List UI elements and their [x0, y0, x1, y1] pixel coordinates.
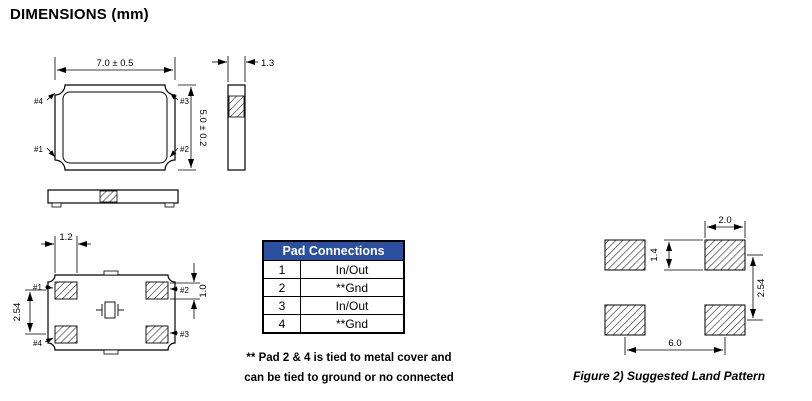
pad-number: 2: [262, 278, 301, 297]
land-pad-width-label: 2.0: [718, 215, 731, 226]
pad-number: 1: [262, 260, 301, 279]
land-pad-width-dimension: [704, 221, 746, 238]
table-row: 4 **Gnd: [262, 314, 405, 334]
side-view-thickness-label: 1.3: [261, 58, 274, 69]
land-pad-top-right: [704, 239, 746, 271]
pad-connection: In/Out: [300, 296, 405, 315]
table-row: 2 **Gnd: [262, 278, 405, 297]
top-view-pad2-label: #2: [180, 145, 189, 154]
profile-foot-right: [164, 202, 175, 208]
bottom-view-pad-width-dimension: [41, 236, 91, 273]
top-view-pad3-label: #3: [180, 97, 189, 106]
table-row: 3 In/Out: [262, 296, 405, 315]
crystal-symbol: [96, 301, 124, 319]
top-view-pad1-label: #1: [34, 145, 43, 154]
top-view: 7.0 ± 0.5 5.0 ± 0.2 #4 #3 #1 #2: [34, 57, 208, 171]
pad-connections-table: Pad Connections 1 In/Out 2 **Gnd 3 In/Ou…: [262, 240, 405, 334]
figure-caption: Figure 2) Suggested Land Pattern: [573, 369, 766, 383]
bottom-pad-2: [145, 281, 169, 300]
land-pad-height-label: 1.4: [649, 248, 660, 261]
pad-connection: **Gnd: [300, 278, 405, 297]
top-pad3-leader: [169, 92, 179, 101]
top-view-pad4-label: #4: [34, 97, 43, 106]
bottom-view-top-tab: [103, 270, 119, 276]
top-view-height-dimension: [178, 84, 196, 171]
bottom-view-bottom-tab: [103, 349, 119, 355]
top-pad1-leader: [46, 147, 56, 158]
top-view-width-dimension: [54, 57, 176, 80]
top-pad4-leader: [46, 92, 56, 101]
bottom-view-pad3-label: #3: [180, 330, 189, 339]
land-col-pitch-dimension: [624, 337, 726, 355]
side-view-thickness-dimension: [212, 56, 258, 82]
pad-connections-header: Pad Connections: [262, 240, 405, 261]
bottom-pad-4: [54, 325, 78, 344]
bottom-view-pad-width-label: 1.2: [59, 232, 72, 243]
footnote-line1: ** Pad 2 & 4 is tied to metal cover and: [246, 352, 452, 364]
side-view: 1.3: [212, 56, 274, 171]
bottom-view-pad-height-label: 1.0: [198, 284, 209, 297]
footnote: ** Pad 2 & 4 is tied to metal cover and …: [236, 348, 462, 388]
pad-number: 4: [262, 314, 301, 334]
land-row-pitch-dimension: [747, 254, 763, 321]
bottom-view-pitch-label: 2.54: [12, 303, 23, 322]
land-pad-top-left: [604, 239, 646, 271]
bottom-view-pad-height-dimension: [170, 263, 200, 319]
land-pattern: 2.0 1.4 2.54 6.0: [604, 215, 767, 355]
profile-foot-left: [51, 202, 62, 208]
pad-connection: In/Out: [300, 260, 405, 279]
bottom-view-pad2-label: #2: [180, 286, 189, 295]
top-view-height-dimension-label: 5.0 ± 0.2: [197, 110, 208, 147]
bottom-pad4-leader: [44, 337, 54, 344]
bottom-view-pitch-dimension: [25, 289, 46, 335]
top-pad2-leader: [169, 147, 179, 158]
page-title: DIMENSIONS (mm): [10, 6, 149, 23]
pad-number: 3: [262, 296, 301, 315]
pad-connection: **Gnd: [300, 314, 405, 334]
top-view-width-dimension-label: 7.0 ± 0.5: [97, 58, 134, 69]
bottom-view-pad4-label: #4: [33, 339, 42, 348]
package-outline: [54, 84, 176, 171]
footnote-line2: can be tied to ground or no connected: [244, 372, 454, 384]
bottom-pad-1: [54, 281, 78, 300]
land-col-pitch-label: 6.0: [668, 338, 681, 349]
profile-view: [47, 189, 179, 208]
package-lid-outline: [62, 91, 168, 164]
bottom-pad1-leader: [44, 284, 54, 290]
bottom-view-pad1-label: #1: [33, 283, 42, 292]
land-pad-bottom-left: [604, 304, 646, 336]
land-pad-height-dimension: [664, 239, 703, 271]
table-header-row: Pad Connections: [262, 240, 405, 261]
land-row-pitch-label: 2.54: [756, 279, 767, 298]
table-row: 1 In/Out: [262, 260, 405, 279]
land-pad-bottom-right: [704, 304, 746, 336]
profile-hatch: [99, 190, 118, 203]
bottom-view: 1.2 2.54 1.0 #1 #2: [12, 232, 209, 355]
side-view-crystal-hatch: [228, 95, 245, 118]
bottom-pad-3: [145, 325, 169, 344]
